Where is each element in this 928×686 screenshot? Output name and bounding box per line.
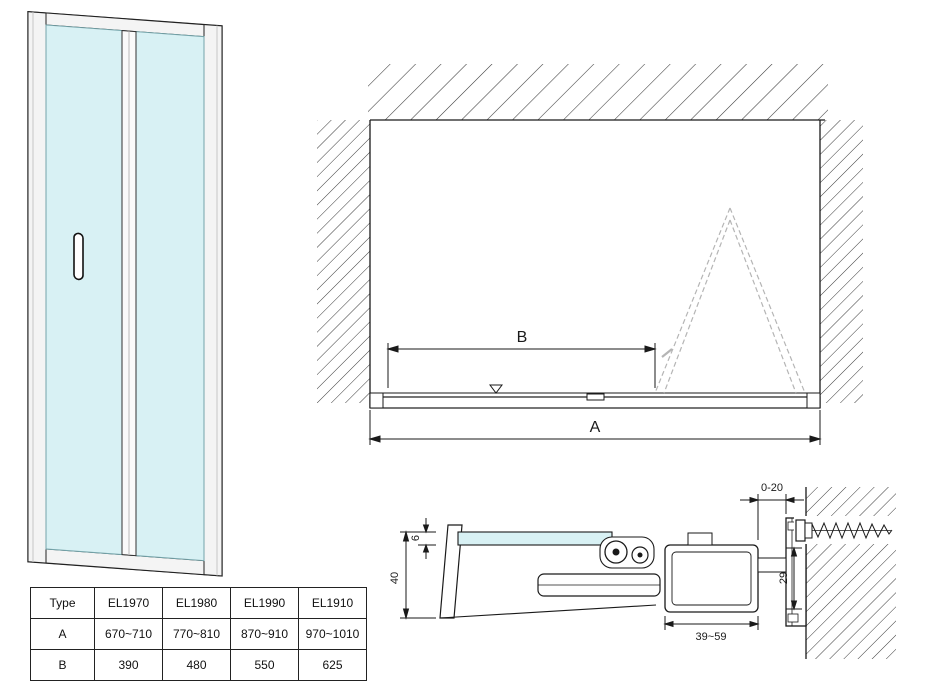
dimension-wall-profile-height: 29 [778,546,802,611]
dimension-b-label: B [517,329,528,346]
table-header-row: Type EL1970 EL1980 EL1990 EL1910 [30,587,367,619]
profile-top-tab [687,532,713,546]
dimension-a-label: A [590,419,601,436]
fold-pivot-mechanism [599,536,655,569]
leaf-bottom-edge [439,604,657,619]
front-view-drawing [27,10,223,577]
dimension-b: B [386,329,657,388]
track-right-wall-bracket [806,392,821,409]
table-row-a: A 670~710 770~810 870~910 970~1010 [30,618,367,650]
door-handle [73,232,84,281]
dimension-29-label: 29 [778,572,790,584]
channel-screw-boss-bottom [787,613,799,623]
ceiling-wall-hatch [368,64,828,120]
leaf-end-cap [439,524,463,619]
table-row-b: B 390 480 550 625 [30,649,367,681]
table-cell: 390 [94,649,163,681]
track-left-wall-bracket [369,392,384,409]
frame-left-stile [27,11,47,564]
screw-thread [811,521,893,540]
row-label: B [30,649,95,681]
wall-section [805,487,896,659]
folding-door [27,10,223,577]
open-door-dashed-outline [654,207,806,394]
left-wall-hatch [317,120,370,403]
door-leaf-section [439,524,661,619]
glass-section [457,531,613,546]
screw-collar [804,522,813,539]
table-cell: 550 [230,649,299,681]
glass-panel-right [135,31,205,562]
dimension-40-label: 40 [389,572,401,584]
dimension-profile-height: 40 [389,530,436,620]
wall-hatching [317,64,863,403]
right-wall-hatch [820,120,863,403]
spec-table: Type EL1970 EL1980 EL1990 EL1910 A 670~7… [30,587,367,681]
table-cell: 670~710 [94,618,163,650]
open-door-handle-mark [661,348,673,358]
track-knob-detail [489,384,503,394]
wall-lines [369,119,825,408]
glass-panel-left [45,24,123,556]
table-cell: 625 [298,649,367,681]
dimension-gap: 0-20 [740,482,804,540]
dimension-0-20-label: 0-20 [761,482,783,494]
table-header-el1970: EL1970 [94,587,163,619]
wall-profile-box [664,532,787,613]
elevation-drawing: B A [317,64,863,445]
table-cell: 770~810 [162,618,231,650]
table-header-el1980: EL1980 [162,587,231,619]
table-header-el1910: EL1910 [298,587,367,619]
profile-channel-connector [757,557,787,573]
dimension-39-59-label: 39~59 [696,631,727,643]
table-header-el1990: EL1990 [230,587,299,619]
floor-track [369,384,821,409]
track-roller-detail [586,393,605,401]
dimension-glass-thickness: 6 [410,518,436,559]
screw-head [795,519,806,542]
wall-hatch [806,487,896,659]
section-detail-drawing: 40 6 0-20 29 [389,482,896,659]
table-header-type: Type [30,587,95,619]
table-cell: 480 [162,649,231,681]
frame-right-stile [203,24,223,577]
table-cell: 870~910 [230,618,299,650]
dimension-adjustment: 39~59 [663,616,760,643]
dimension-6-label: 6 [410,535,422,541]
dimension-a: A [368,410,822,445]
row-label: A [30,618,95,650]
table-cell: 970~1010 [298,618,367,650]
wall-anchor-screw [794,516,896,544]
